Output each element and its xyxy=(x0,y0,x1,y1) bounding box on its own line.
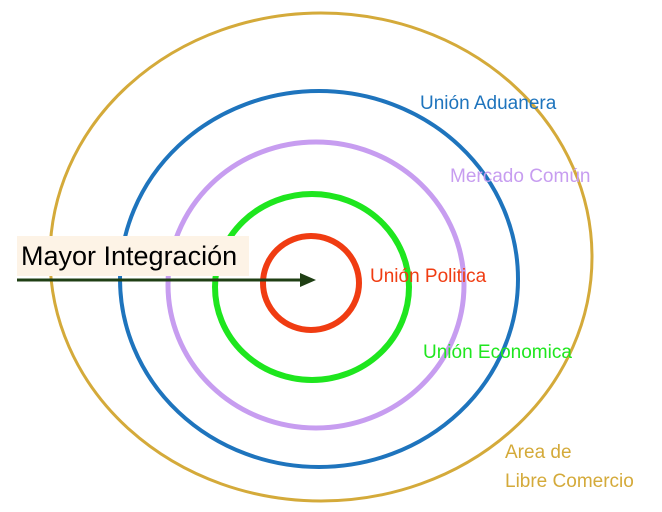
area-libre-comercio-label: Area de Libre Comercio xyxy=(505,438,634,496)
ring-union-politica xyxy=(260,233,362,333)
mercado-comun-label: Mercado Común xyxy=(450,166,591,187)
ring-mercado-comun xyxy=(165,139,467,431)
union-economica-label: Unión Economica xyxy=(423,342,572,363)
union-aduanera-label: Unión Aduanera xyxy=(420,93,557,114)
ring-union-economica xyxy=(212,191,412,383)
union-politica-label: Unión Politica xyxy=(370,266,487,287)
mayor-integracion-label: Mayor Integración xyxy=(17,236,249,276)
area-libre-comercio-line-1: Area de xyxy=(505,442,572,463)
integration-arrow-head xyxy=(300,273,316,287)
area-libre-comercio-line-2: Libre Comercio xyxy=(505,471,634,492)
